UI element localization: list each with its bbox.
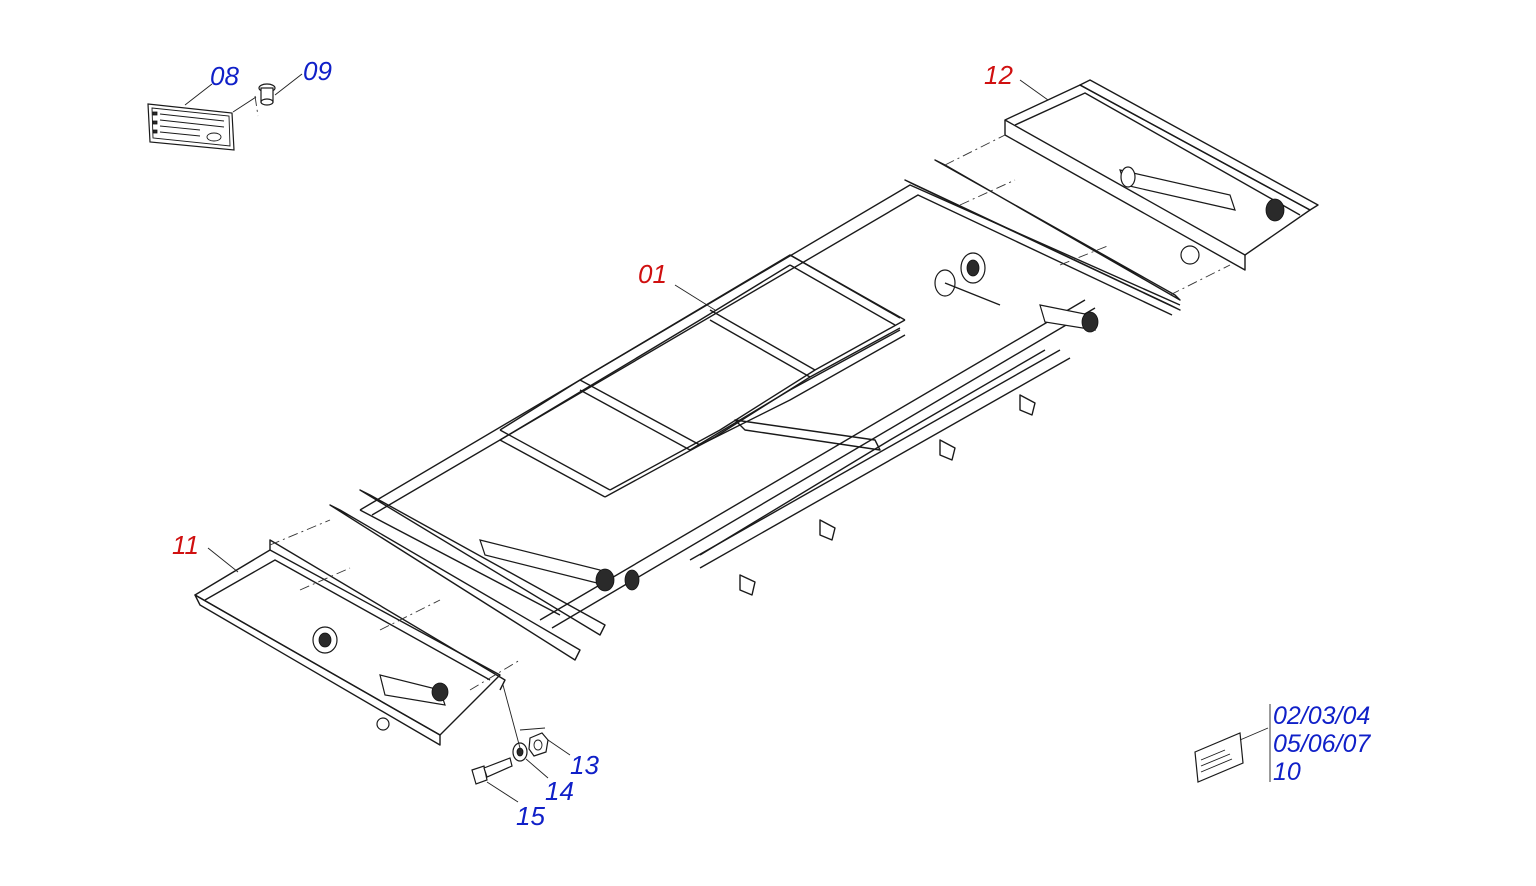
decal-list-line-3: 10 <box>1273 758 1301 786</box>
bolt <box>471 757 513 785</box>
rivet <box>254 83 276 117</box>
left-end-section <box>194 519 521 746</box>
left-section-wheel-hub <box>312 626 390 731</box>
callout-12: 12 <box>984 60 1013 90</box>
warning-decal <box>1194 732 1244 783</box>
callout-01: 01 <box>638 259 667 289</box>
washer <box>512 742 528 762</box>
decal-list-line-2: 05/06/07 <box>1273 730 1371 758</box>
main-frame <box>359 159 1181 629</box>
center-axle-hub <box>934 252 1001 306</box>
callout-08: 08 <box>210 61 239 91</box>
callout-09: 09 <box>303 56 332 86</box>
center-lift-cylinder <box>1039 304 1099 333</box>
callout-15: 15 <box>516 801 545 831</box>
callout-11: 11 <box>172 530 199 560</box>
junction-plates <box>329 489 606 661</box>
right-section-cylinder <box>1119 166 1285 265</box>
left-inner-cylinder <box>479 539 640 592</box>
right-end-section <box>944 79 1319 296</box>
decal-list-line-1: 02/03/04 <box>1273 702 1370 730</box>
identification-plate <box>147 103 235 151</box>
callout-13: 13 <box>570 750 599 780</box>
nut <box>528 732 549 757</box>
callout-14: 14 <box>545 776 574 806</box>
left-section-cylinder <box>379 674 449 706</box>
